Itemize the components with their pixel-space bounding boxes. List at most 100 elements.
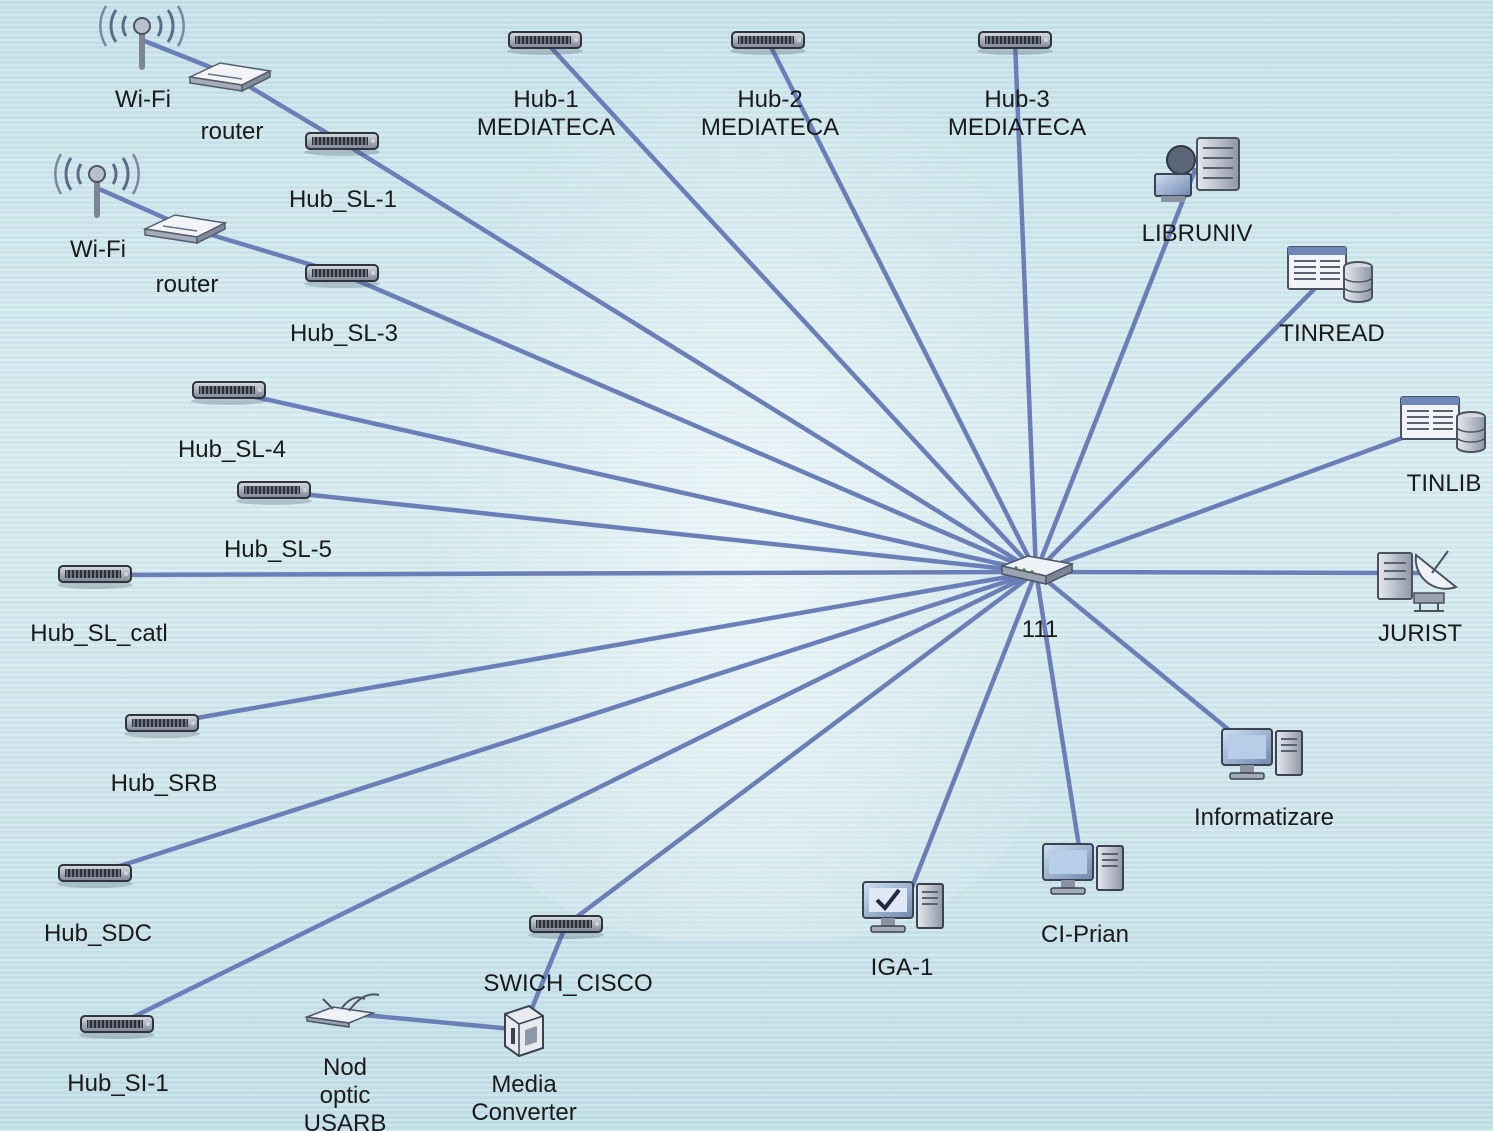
link-libruniv-to-center (1033, 167, 1198, 575)
link-hub-sl-3-to-center (339, 271, 1039, 575)
database-server-icon (1400, 396, 1486, 453)
node-label: Hub_SDC (44, 920, 152, 947)
server-cluster-icon (1154, 137, 1240, 202)
router-icon (187, 62, 273, 93)
node-label: Hub-3 (984, 86, 1049, 113)
switch-icon (999, 555, 1075, 586)
central-switch-label: 111 (1022, 616, 1058, 643)
node-hub-sl-4[interactable]: Hub_SL-4 (178, 381, 286, 463)
hub-icon (304, 264, 380, 288)
link-tinlib-to-center (1033, 420, 1446, 575)
link-hub-sl-4-to-center (226, 388, 1039, 575)
node-label: MEDIATECA (701, 114, 839, 141)
link-hub-3-mediateca-to-center (1012, 38, 1039, 575)
node-wifi-2[interactable]: Wi-Fi (54, 153, 140, 263)
link-swich-cisco-to-center (563, 569, 1039, 928)
node-label: Wi-Fi (70, 236, 126, 263)
node-ci-prian[interactable]: CI-Prian (1041, 843, 1129, 948)
link-hub-sl-5-to-center (271, 488, 1039, 575)
workstation-check-icon (862, 881, 944, 933)
node-router-2[interactable]: router (142, 214, 228, 298)
hub-icon (124, 714, 200, 738)
node-label: router (156, 271, 219, 298)
wifi-antenna-icon (99, 5, 185, 70)
node-label: Hub_SL-1 (289, 186, 397, 213)
node-label: Hub-1 (513, 86, 578, 113)
hub-icon (507, 31, 583, 55)
node-hub-sl-catl[interactable]: Hub_SL_catl (30, 565, 168, 647)
node-iga-1[interactable]: IGA-1 (862, 881, 944, 981)
node-label: CI-Prian (1041, 921, 1129, 948)
hub-icon (730, 31, 806, 55)
node-label: JURIST (1378, 620, 1462, 647)
node-label: Hub_SRB (111, 770, 218, 797)
node-label: SWICH_CISCO (483, 970, 652, 997)
node-label: Wi-Fi (115, 86, 171, 113)
link-hub-sl-catl-to-center (92, 569, 1039, 578)
wifi-antenna-icon (54, 153, 140, 218)
optical-node-icon (304, 993, 380, 1028)
node-label: Hub_SL_catl (30, 620, 167, 647)
node-hub-sl-5[interactable]: Hub_SL-5 (224, 481, 332, 563)
link-hub-sl-1-to-center (339, 139, 1039, 575)
link-tinread-to-center (1033, 270, 1333, 575)
node-swich-cisco[interactable]: SWICH_CISCO (483, 915, 653, 997)
node-informatizare[interactable]: Informatizare (1194, 728, 1334, 831)
node-label: MEDIATECA (948, 114, 1086, 141)
node-hub-sl-3[interactable]: Hub_SL-3 (290, 264, 398, 347)
hub-icon (79, 1015, 155, 1039)
router-icon (142, 214, 228, 245)
nodes-layer: Wi-FirouterHub_SL-1Wi-FirouterHub_SL-3Hu… (30, 5, 1486, 1131)
node-label: Hub_SL-4 (178, 436, 286, 463)
node-hub-sl-1[interactable]: Hub_SL-1 (289, 132, 397, 213)
node-hub-si-1[interactable]: Hub_SI-1 (67, 1015, 169, 1097)
workstation-icon (1042, 843, 1124, 895)
node-label: Hub_SL-3 (290, 320, 398, 347)
node-jurist[interactable]: JURIST (1377, 550, 1462, 647)
node-wifi-1[interactable]: Wi-Fi (99, 5, 185, 113)
link-iga-1-to-center (900, 569, 1039, 913)
link-hub-si-1-to-center (114, 569, 1039, 1028)
link-nod-optic-to-media-converter (340, 1010, 526, 1033)
link-hub-srb-to-center (159, 569, 1039, 727)
node-label: Converter (471, 1099, 576, 1126)
node-label: Hub-2 (737, 86, 802, 113)
links-layer (92, 37, 1446, 1033)
node-libruniv[interactable]: LIBRUNIV (1142, 137, 1253, 247)
node-hub-srb[interactable]: Hub_SRB (111, 714, 218, 797)
node-label: TINLIB (1407, 470, 1482, 497)
hub-icon (977, 31, 1053, 55)
link-jurist-to-center (1033, 569, 1425, 576)
node-tinlib[interactable]: TINLIB (1400, 396, 1486, 497)
node-label: Hub_SI-1 (67, 1070, 168, 1097)
node-hub-sdc[interactable]: Hub_SDC (44, 864, 152, 947)
node-label: router (201, 118, 264, 145)
node-router-1[interactable]: router (187, 62, 273, 145)
node-label: Nod (323, 1054, 367, 1081)
node-label: MEDIATECA (477, 114, 615, 141)
node-label: TINREAD (1279, 320, 1384, 347)
hub-icon (304, 132, 380, 156)
hub-icon (57, 565, 133, 589)
node-label: IGA-1 (871, 954, 934, 981)
hub-icon (236, 481, 312, 505)
hand-watermark (430, 40, 1070, 940)
link-ci-prian-to-center (1033, 569, 1086, 875)
node-label: LIBRUNIV (1142, 220, 1253, 247)
node-tinread[interactable]: TINREAD (1279, 246, 1385, 347)
hub-icon (57, 864, 133, 888)
node-label: Media (491, 1071, 557, 1098)
node-label: Informatizare (1194, 804, 1334, 831)
link-hub-sdc-to-center (92, 569, 1039, 877)
link-hub-1-mediateca-to-center (542, 38, 1039, 575)
link-informatizare-to-center (1033, 569, 1265, 760)
central-switch-node[interactable]: 111 (999, 555, 1075, 643)
database-server-icon (1287, 246, 1373, 303)
satellite-server-icon (1377, 550, 1459, 612)
